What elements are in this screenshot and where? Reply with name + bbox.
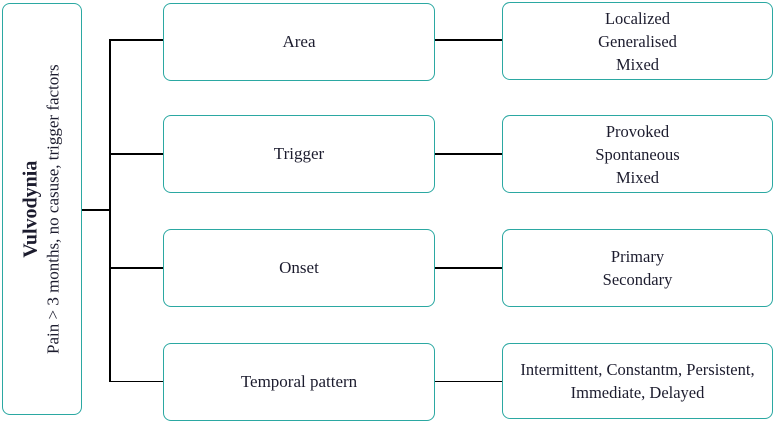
value-line: Primary (610, 247, 665, 266)
branch-node-onset: Onset (163, 229, 435, 307)
connector-temporal-values (435, 380, 502, 382)
connector-branch-area (109, 39, 163, 41)
value-line: Immediate, Delayed (570, 383, 705, 402)
connector-onset-values (435, 267, 502, 269)
branch-node-temporal-pattern: Temporal pattern (163, 343, 435, 421)
connector-branch-onset (109, 267, 163, 269)
value-line: Localized (604, 8, 671, 28)
value-line: Generalised (598, 31, 677, 51)
value-line: Mixed (615, 54, 660, 74)
connector-branch-temporal (109, 380, 163, 382)
value-line: Mixed (615, 167, 660, 187)
connector-root-stem (82, 209, 110, 211)
branch-label-onset: Onset (279, 258, 319, 277)
connector-area-values (435, 39, 502, 41)
values-node-trigger: Provoked Spontaneous Mixed (502, 115, 773, 193)
branch-label-area: Area (282, 32, 316, 51)
root-title: Vulvodynia (19, 160, 42, 258)
root-node: Vulvodynia Pain > 3 months, no casuse, t… (2, 3, 82, 415)
values-node-area: Localized Generalised Mixed (502, 2, 773, 80)
value-line: Provoked (605, 121, 670, 141)
connector-branch-trigger (109, 153, 163, 155)
root-subtitle: Pain > 3 months, no casuse, trigger fact… (43, 64, 63, 354)
branch-label-trigger: Trigger (273, 144, 325, 163)
branch-node-area: Area (163, 3, 435, 81)
branch-label-temporal-pattern: Temporal pattern (240, 372, 358, 391)
values-node-onset: Primary Secondary (502, 229, 773, 307)
connector-trunk (109, 39, 111, 382)
value-line: Spontaneous (595, 144, 680, 164)
branch-node-trigger: Trigger (163, 115, 435, 193)
value-line: Secondary (602, 270, 673, 289)
connector-trigger-values (435, 153, 502, 155)
values-node-temporal-pattern: Intermittent, Constantm, Persistent, Imm… (502, 343, 773, 419)
root-node-text: Vulvodynia Pain > 3 months, no casuse, t… (20, 64, 64, 354)
value-line: Intermittent, Constantm, Persistent, (520, 360, 755, 379)
